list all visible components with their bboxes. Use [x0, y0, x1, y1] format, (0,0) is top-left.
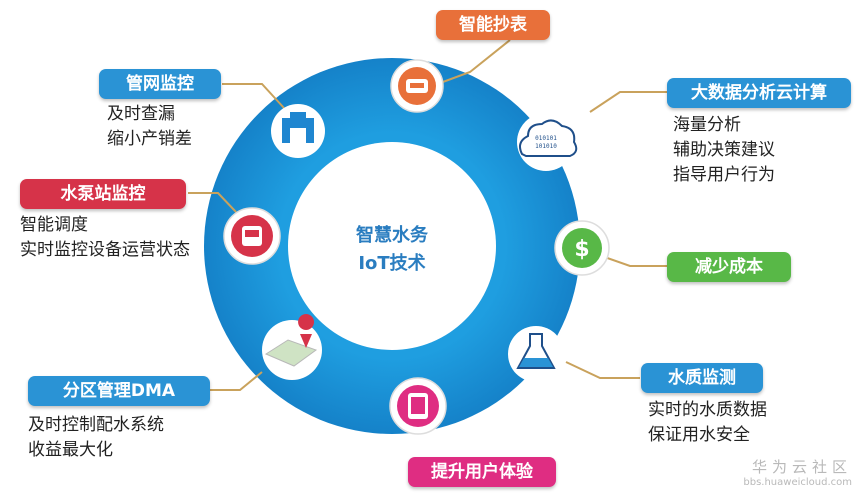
desc-bigdata-line-2: 辅助决策建议 — [673, 140, 775, 160]
connector-quality — [565, 361, 640, 379]
watermark-line-2: bbs.huaweicloud.com — [743, 477, 852, 488]
label-reduce-cost: 减少成本 — [667, 252, 791, 282]
label-pump-station: 水泵站监控 — [20, 179, 186, 209]
map-pin-icon — [262, 314, 322, 380]
desc-pump-line-1: 智能调度 — [20, 215, 88, 235]
cloud-data-icon: 010101 101010 — [517, 113, 578, 171]
svg-text:101010: 101010 — [535, 143, 557, 150]
center-title: 智慧水务 IoT技术 — [332, 222, 452, 278]
label-pipe-monitoring: 管网监控 — [99, 69, 221, 99]
label-user-experience: 提升用户体验 — [408, 457, 556, 487]
label-smart-meter: 智能抄表 — [436, 10, 550, 40]
watermark-line-1: 华为云社区 — [751, 458, 852, 476]
desc-quality-line-2: 保证用水安全 — [648, 425, 750, 445]
desc-quality-line-1: 实时的水质数据 — [648, 400, 767, 420]
tablet-icon — [389, 377, 447, 435]
meter-icon — [390, 59, 444, 113]
connector-pump — [188, 192, 237, 213]
label-big-data: 大数据分析云计算 — [667, 78, 851, 108]
desc-big-data: 海量分析 辅助决策建议 指导用户行为 — [673, 113, 775, 188]
desc-pipe-line-2: 缩小产销差 — [107, 129, 192, 149]
connector-bigdata — [589, 91, 668, 113]
dollar-icon: $ — [554, 220, 610, 276]
svg-text:010101: 010101 — [535, 135, 557, 142]
svg-text:$: $ — [574, 237, 589, 262]
flask-icon — [508, 326, 564, 382]
label-dma: 分区管理DMA — [28, 376, 210, 406]
desc-water-quality: 实时的水质数据 保证用水安全 — [648, 398, 767, 448]
inner-circle — [288, 142, 496, 350]
connector-meter — [431, 39, 511, 87]
connector-dma — [210, 371, 263, 391]
desc-pump-station: 智能调度 实时监控设备运营状态 — [20, 213, 190, 263]
desc-pipe-line-1: 及时查漏 — [107, 104, 175, 124]
connector-pipe — [222, 83, 285, 109]
watermark: 华为云社区 bbs.huaweicloud.com — [743, 456, 852, 488]
desc-pump-line-2: 实时监控设备运营状态 — [20, 240, 190, 260]
label-water-quality: 水质监测 — [641, 363, 763, 393]
desc-bigdata-line-1: 海量分析 — [673, 115, 741, 135]
desc-bigdata-line-3: 指导用户行为 — [673, 165, 775, 185]
desc-dma-line-1: 及时控制配水系统 — [28, 415, 164, 435]
center-line-2: IoT技术 — [358, 253, 426, 274]
desc-pipe-monitoring: 及时查漏 缩小产销差 — [107, 102, 192, 152]
center-line-1: 智慧水务 — [356, 225, 428, 246]
desc-dma-line-2: 收益最大化 — [28, 440, 113, 460]
pipe-network-icon — [271, 104, 325, 158]
desc-dma: 及时控制配水系统 收益最大化 — [28, 413, 164, 463]
pump-station-icon — [223, 207, 281, 265]
